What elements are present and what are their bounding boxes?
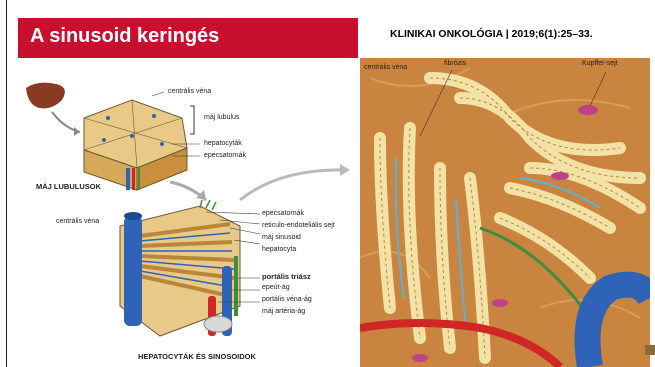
liver-icon bbox=[26, 83, 65, 109]
label-hepatocytak: hepatocyták bbox=[204, 140, 242, 147]
label-portalis-vena-ag: portális véna-ág bbox=[262, 296, 312, 303]
label-epecsatornak-top: epecsatornák bbox=[204, 152, 246, 159]
label-maj-sinusoid: máj sinusoid bbox=[262, 234, 301, 241]
label-epecsatornak-bottom: epecsatornák bbox=[262, 210, 304, 217]
fibrosis-illustration bbox=[360, 58, 650, 367]
caption-hepatocytak-es-sinosoidok: HEPATOCYTÁK ÉS SINOSOIDOK bbox=[138, 352, 256, 361]
caption-maj-lubulusok: MÁJ LUBULUSOK bbox=[36, 182, 101, 191]
label-centralis-vena-top: centrális véna bbox=[168, 88, 211, 95]
label-portalis-triasz: portális triász bbox=[262, 272, 311, 281]
label-fibrozis: fibrózis bbox=[444, 60, 466, 67]
label-maj-lobulus: máj lubulus bbox=[204, 114, 239, 121]
bottom-leader-lines bbox=[110, 206, 270, 316]
citation: KLINIKAI ONKOLÓGIA | 2019;6(1):25–33. bbox=[390, 28, 593, 40]
slide-title: A sinusoid keringés bbox=[30, 25, 219, 48]
label-centralis-vena-bottom: centrális véna bbox=[56, 218, 99, 225]
label-hepatocyta: hepatocyta bbox=[262, 246, 296, 253]
label-kupffer-sejt: Kupffer-sejt bbox=[582, 60, 618, 67]
label-epeut-ag: epeút-ág bbox=[262, 284, 290, 291]
right-edge-strip bbox=[645, 345, 655, 355]
label-maj-arteria-ag: máj artéria-ág bbox=[262, 308, 305, 315]
slide-left-border bbox=[0, 0, 7, 367]
label-reticulo-endotelialis: reticulo-endoteliális sejt bbox=[262, 222, 335, 229]
fibrosis-illustration-panel: centrális véna fibrózis Kupffer-sejt bbox=[360, 58, 650, 367]
label-centralis-vena-right: centrális véna bbox=[364, 64, 407, 71]
lobulus-bracket bbox=[190, 106, 194, 134]
title-banner: A sinusoid keringés bbox=[18, 18, 358, 58]
